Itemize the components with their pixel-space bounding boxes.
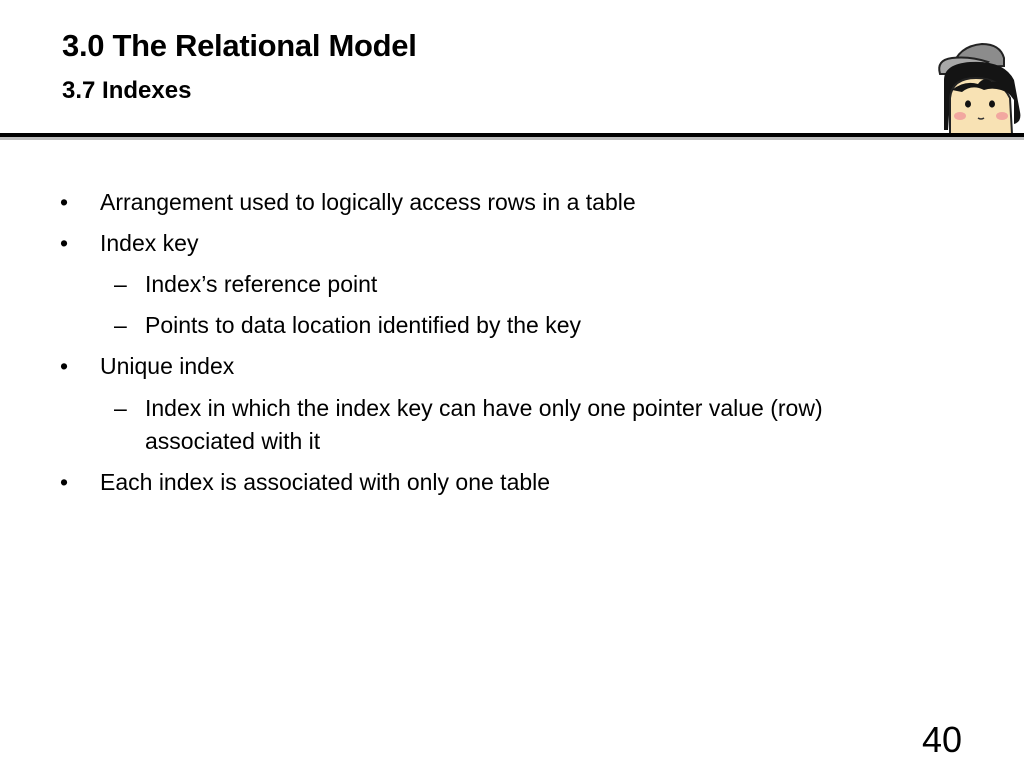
cartoon-character-icon (938, 42, 1021, 134)
sub-bullet-marker: – (114, 395, 127, 421)
header-divider-shadow (0, 137, 1024, 140)
header-divider (0, 133, 1024, 137)
sub-bullet-marker: – (114, 271, 127, 297)
sub-bullet-item: Index’s reference point (145, 271, 378, 297)
bullet-marker: • (60, 353, 69, 379)
slide-subtitle: 3.7 Indexes (62, 77, 192, 104)
bullet-item: Arrangement used to logically access row… (100, 189, 636, 215)
sub-bullet-item-continuation: associated with it (145, 428, 321, 454)
sub-bullet-item: Index in which the index key can have on… (145, 395, 823, 421)
page-number: 40 (921, 719, 962, 760)
bullet-marker: • (60, 189, 69, 215)
bullet-marker: • (60, 230, 69, 256)
sub-bullet-item: Points to data location identified by th… (145, 312, 582, 338)
slide-title: 3.0 The Relational Model (62, 28, 417, 63)
sub-bullet-marker: – (114, 312, 127, 338)
bullet-item: Each index is associated with only one t… (100, 469, 551, 495)
bullet-marker: • (60, 469, 69, 495)
bullet-item: Unique index (100, 353, 235, 379)
bullet-item: Index key (100, 230, 199, 256)
